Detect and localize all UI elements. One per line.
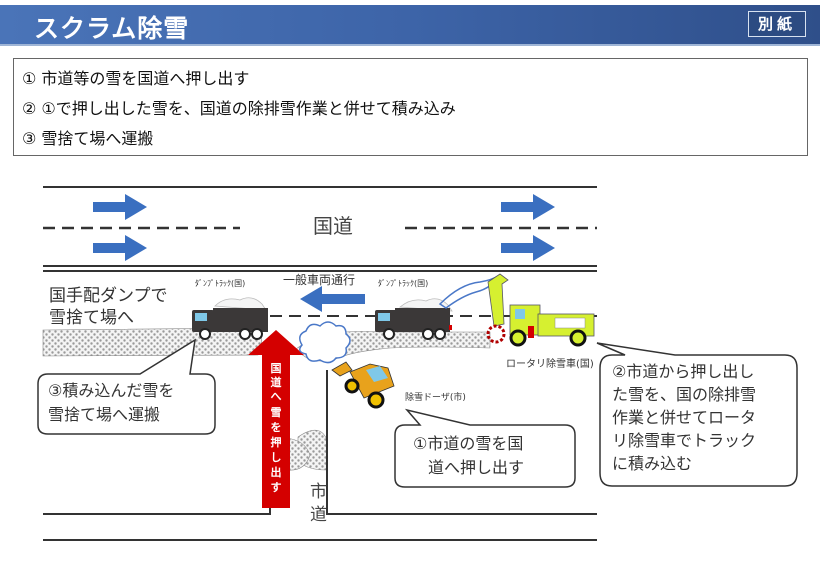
dump-truck-left-icon xyxy=(192,297,268,340)
disposal-label-2: 雪捨て場へ xyxy=(49,308,134,328)
push-snow-arrow xyxy=(248,330,304,508)
callout-1-line-1: ①市道の雪を国 xyxy=(413,434,523,453)
step-2: ② ①で押し出した雪を、国道の除排雪作業と併せて積み込み xyxy=(22,99,456,118)
callout-3-line-1: ③積み込んだ雪を xyxy=(48,381,174,400)
svg-text:雪: 雪 xyxy=(271,406,282,419)
svg-text:を: を xyxy=(271,421,282,434)
callout-2-line-2: た雪を、国の除排雪 xyxy=(612,385,756,404)
city-road-label-1: 市 xyxy=(310,482,327,502)
step-1: ① 市道等の雪を国道へ押し出す xyxy=(22,69,250,88)
steps-box: ① 市道等の雪を国道へ押し出す ② ①で押し出した雪を、国道の除排雪作業と併せて… xyxy=(13,58,808,156)
callout-3: ③積み込んだ雪を 雪捨て場へ運搬 xyxy=(37,338,216,435)
svg-text:国: 国 xyxy=(271,362,282,375)
dump-truck-right-label: ﾀﾞﾝﾌﾟﾄﾗｯｸ(国) xyxy=(378,279,428,288)
dozer-label: 除雪ドーザ(市) xyxy=(405,391,466,403)
dump-truck-left-label: ﾀﾞﾝﾌﾟﾄﾗｯｸ(国) xyxy=(195,279,245,288)
callout-2-line-1: ②市道から押し出し xyxy=(612,362,754,381)
disposal-label-1: 国手配ダンプで xyxy=(49,286,168,306)
svg-text:す: す xyxy=(271,481,282,494)
callout-3-line-2: 雪捨て場へ運搬 xyxy=(48,405,160,424)
callout-2: ②市道から押し出し た雪を、国の除排雪 作業と併せてロータ リ除雪車でトラック … xyxy=(596,342,798,487)
svg-text:し: し xyxy=(271,451,282,464)
push-arrow-text: 国 道 へ 雪 を 押 し 出 す xyxy=(271,362,282,494)
traffic-arrow-icon xyxy=(93,194,555,261)
svg-text:道: 道 xyxy=(271,375,282,389)
callout-2-line-5: に積み込む xyxy=(612,454,692,473)
svg-text:押: 押 xyxy=(271,435,282,449)
step-3: ③ 雪捨て場へ運搬 xyxy=(22,129,154,148)
callout-1-line-2: 道へ押し出す xyxy=(428,458,524,477)
city-road-right-edge xyxy=(326,370,597,515)
header-bar: スクラム除雪 別紙 xyxy=(0,5,820,46)
rotary-label: ロータリ除雪車(国) xyxy=(506,357,594,370)
dump-truck-right-icon xyxy=(375,298,453,340)
page-title: スクラム除雪 xyxy=(34,14,190,43)
city-road-label-2: 道 xyxy=(310,505,327,525)
rotary-snow-blower-icon xyxy=(486,273,595,347)
callout-1: ①市道の雪を国 道へ押し出す xyxy=(394,408,576,488)
svg-text:へ: へ xyxy=(271,390,282,403)
snow-bank-left xyxy=(42,327,262,357)
pushed-snow-cloud xyxy=(299,321,351,364)
callout-2-line-4: リ除雪車でトラック xyxy=(612,431,756,450)
snow-dozer-icon xyxy=(331,361,395,409)
svg-text:出: 出 xyxy=(271,465,282,479)
callout-2-line-3: 作業と併せてロータ xyxy=(612,408,756,427)
attachment-badge: 別紙 xyxy=(748,11,806,37)
snow-pile-2 xyxy=(285,437,311,471)
general-traffic-label: 一般車両通行 xyxy=(283,272,355,287)
national-road-label: 国道 xyxy=(313,214,353,238)
general-traffic-arrow-icon xyxy=(300,286,365,312)
